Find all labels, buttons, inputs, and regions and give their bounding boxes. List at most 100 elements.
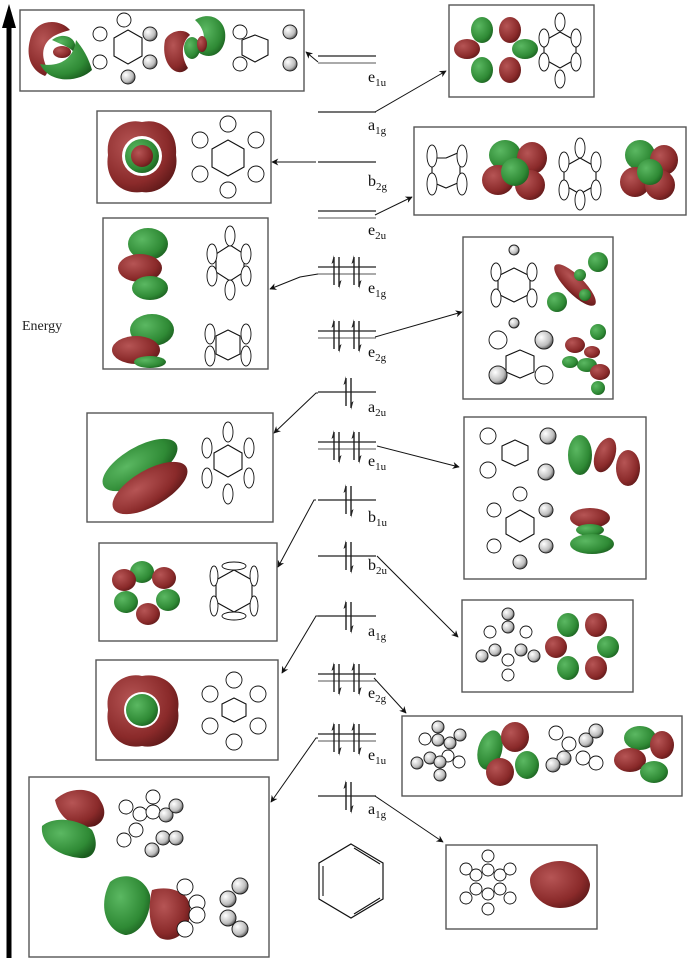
arrow-connector [373,677,407,714]
electron-spin-down-icon [358,321,362,353]
lcao-diagram [545,723,604,773]
box-e2g-upper [462,236,614,400]
arrow-connector [376,445,460,469]
box-a2u [86,412,274,523]
electron-spin-down-icon [350,486,354,518]
box-b2u [461,599,634,693]
isosurface-orbital [454,17,538,83]
lcao-diagram [538,12,582,89]
isosurface-orbital [545,613,619,680]
box-b2g [96,110,272,204]
electron-spin-up-icon [343,484,347,514]
electron-spin-down-icon [350,602,354,634]
isosurface-orbital [104,876,191,940]
energy-level-b2u: b2u [318,540,388,577]
isosurface-orbital [482,140,547,200]
symmetry-label: b2g [368,173,388,193]
electron-spin-up-icon [331,255,335,285]
box-e1u-top [19,9,305,92]
isosurface-orbital [547,252,608,312]
electron-spin-up-icon [331,722,335,752]
lcao-diagram [116,789,184,858]
isosurface-orbital [562,324,610,395]
box-e1g [102,217,269,370]
isosurface-orbital [112,561,180,625]
electron-spin-up-icon [343,600,347,630]
lcao-diagram [206,225,252,301]
arrow-connector [270,737,318,803]
arrow-connector [376,555,459,638]
symmetry-label: e1g [368,280,387,300]
isosurface-orbital [477,722,539,786]
box-e2u [413,126,687,216]
electron-spin-up-icon [351,662,355,692]
lcao-diagram [201,421,255,505]
electron-spin-up-icon [351,319,355,349]
lcao-diagram [191,115,265,199]
symmetry-label: e2g [368,344,387,364]
box-e1u-mid [463,416,647,580]
arrow-connector [374,310,463,338]
energy-level-e2g-upper: e2g [318,319,387,364]
lcao-diagram [488,330,554,385]
electron-spin-down-icon [358,432,362,464]
energy-level-a1g-low: a1g [318,780,387,821]
box-e1u-top-right [448,4,595,98]
symmetry-label: a1g [368,623,387,643]
arrow-connector [374,70,447,113]
energy-level-b1u: b1u [318,484,388,529]
isosurface-orbital [107,675,179,747]
symmetry-label: a2u [368,399,387,419]
energy-levels: e1ua1gb2ge2ue1ge2ga2ue1ub1ub2ua1ge2ge1ua… [318,55,388,821]
lcao-diagram [459,849,517,916]
isosurface-orbital [28,21,92,80]
electron-spin-up-icon [331,319,335,349]
energy-level-a1g-top: a1g [318,111,387,137]
electron-spin-up-icon [331,430,335,460]
electron-spin-up-icon [343,376,347,406]
arrow-connector [281,615,318,674]
lcao-diagram [176,877,249,938]
lcao-diagram [204,323,252,367]
arrow-connector [277,499,316,568]
electron-spin-up-icon [343,780,347,810]
energy-level-e2g-lower: e2g [318,662,387,705]
lcao-diagram [232,24,298,72]
lcao-diagram [426,144,468,196]
electron-spin-up-icon [331,662,335,692]
isosurface-orbital [107,121,177,193]
electron-spin-down-icon [350,378,354,410]
electron-spin-down-icon [350,782,354,814]
symmetry-label: a1g [368,801,387,821]
energy-level-e1g: e1g [318,255,387,300]
isosurface-orbital [620,140,678,200]
electron-spin-down-icon [350,542,354,574]
symmetry-label: e1u [368,69,387,89]
isosurface-orbital [614,726,674,783]
energy-level-a2u: a2u [318,376,387,419]
lcao-diagram [410,720,467,782]
lcao-diagram [201,671,267,751]
isosurface-orbital [570,508,614,554]
lcao-diagram [209,561,259,621]
electron-spin-down-icon [338,432,342,464]
energy-level-a1g-mid: a1g [318,600,387,643]
isosurface-orbital [568,435,640,486]
electron-spin-down-icon [358,724,362,756]
isosurface-orbital [112,314,174,368]
electron-spin-up-icon [351,255,355,285]
box-e2g-lower [401,715,683,797]
arrow-connector [273,392,318,434]
electron-spin-down-icon [338,664,342,696]
isosurface-orbital [164,16,226,73]
benzene-kekule-icon [318,843,384,919]
arrow-connector [305,51,319,63]
lcao-diagram [486,486,554,570]
lcao-diagram [475,607,541,682]
electron-spin-down-icon [358,664,362,696]
energy-axis: Energy [2,4,62,958]
box-a1g-low [445,844,598,930]
electron-spin-up-icon [351,430,355,460]
symmetry-label: e1u [368,453,387,473]
